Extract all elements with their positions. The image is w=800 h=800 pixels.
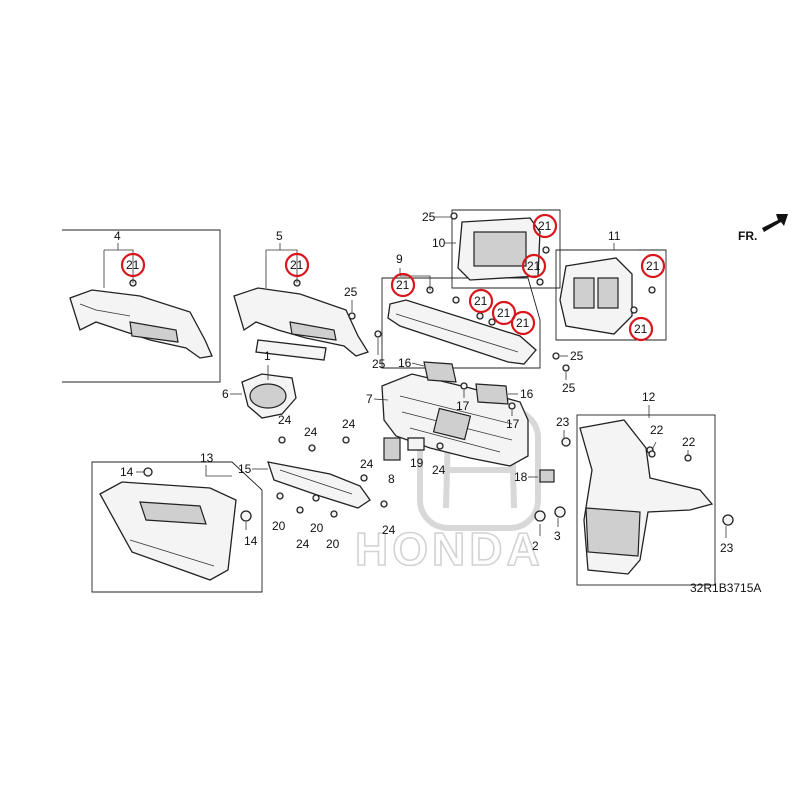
callout-24-c: 24 [342,417,356,431]
callout-21-i: 21 [646,259,660,273]
part-19-clip [407,437,425,451]
callout-24-b: 24 [304,425,318,439]
callout-14-a: 14 [120,465,134,479]
callout-3: 3 [554,529,561,543]
callout-17-a: 17 [456,399,470,413]
callout-21-j: 21 [634,322,648,336]
watermark-text: HONDA [355,523,544,575]
part-4-lower-panel [69,289,213,359]
callout-24-e: 24 [296,537,310,551]
callout-23-b: 23 [720,541,734,555]
callout-25-b: 25 [372,357,386,371]
callout-21-d: 21 [538,219,552,233]
honda-watermark: HONDA [354,407,544,576]
callout-23-a: 23 [556,415,570,429]
part-16-vent-right [475,383,509,405]
callout-20-a: 20 [272,519,286,533]
part-12-side-panel [579,419,714,575]
callout-12: 12 [642,390,656,404]
front-direction-arrow: FR. [738,214,788,243]
callout-4: 4 [114,229,121,243]
callout-14-b: 14 [244,534,258,548]
callout-20-b: 20 [310,521,324,535]
callout-16-b: 16 [520,387,534,401]
callout-25-e: 25 [562,381,576,395]
callout-20-c: 20 [326,537,340,551]
callout-10: 10 [432,236,446,250]
callout-24-g: 24 [432,463,446,477]
callout-21-g: 21 [497,306,511,320]
callout-16-a: 16 [398,356,412,370]
part-18-connector [539,469,555,483]
part-5-lower-panel [233,287,369,361]
callout-25-c: 25 [422,210,436,224]
part-6-cup-holder [241,373,297,419]
callout-25-d: 25 [570,349,584,363]
callout-1: 1 [264,349,271,363]
callout-21-e: 21 [527,259,541,273]
leader-lines [103,216,727,538]
callout-21-c: 21 [396,278,410,292]
highlight-circles [120,213,666,342]
frame-part-13 [91,461,263,593]
part-13-glove-box [99,481,237,581]
frame-part-4 [62,229,221,383]
part-9-garnish [387,299,537,365]
callout-21-h: 21 [516,316,530,330]
callout-labels: 4 5 21 21 25 25 1 6 9 21 25 10 21 21 21 … [114,210,734,555]
part-8-switch [383,437,401,461]
callout-19: 19 [410,456,424,470]
callout-8: 8 [388,472,395,486]
frame-part-12 [576,414,716,586]
callout-24-a: 24 [278,413,292,427]
callout-5: 5 [276,229,283,243]
fasteners [129,212,734,526]
callout-2: 2 [532,539,539,553]
part-15-bracket [267,461,371,509]
callout-22-a: 22 [650,423,664,437]
callout-25-a: 25 [344,285,358,299]
callout-9: 9 [396,252,403,266]
callout-15: 15 [238,462,252,476]
callout-11: 11 [608,229,621,243]
callout-18: 18 [514,470,528,484]
part-16-vent-left [423,361,457,383]
diagram-code: 32R1B3715A [690,581,761,595]
frame-part-10 [451,209,561,289]
callout-22-b: 22 [682,435,696,449]
part-11-vent-housing [559,257,633,335]
callout-24-f: 24 [382,523,396,537]
callout-24-d: 24 [360,457,374,471]
callout-6: 6 [222,387,229,401]
callout-21-b: 21 [290,258,304,272]
callout-7: 7 [366,392,373,406]
front-direction-label: FR. [738,229,757,243]
callout-17-b: 17 [506,417,520,431]
callout-21-f: 21 [474,294,488,308]
callout-13: 13 [200,451,214,465]
callout-21-a: 21 [126,258,140,272]
